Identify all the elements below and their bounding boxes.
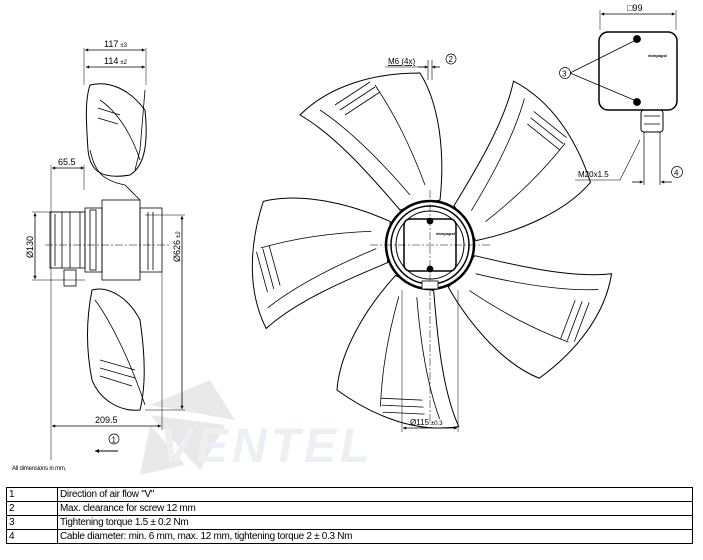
dim-209-5: 209.5 [95,415,118,425]
hub-brand: ebmpapst [436,231,456,236]
dimensions-note: All dimensions in mm. [12,466,67,472]
fan-blade [251,197,391,330]
callout-3: 3 [562,70,567,79]
side-view: 117±3 114±2 65.5 Ø130 Ø626±2 209.5 1 [25,39,185,460]
terminal-box: □99 ebmpapst 3 M20x1.5 4 [559,3,683,185]
callout-1: 1 [112,436,117,445]
dim-626: Ø626±2 [172,231,182,262]
fan-blade [453,80,592,242]
technical-drawing: VENTEL 117±3 114±2 65.5 [25,3,683,475]
screw-callout: M6 (4x) 2 [385,53,457,80]
dim-114: 114±2 [104,56,128,66]
front-view: ebmpapst [251,72,613,429]
dim-99: □99 [627,3,642,13]
dim-115: Ø115±0.3 [401,290,459,432]
fan-blade [336,274,460,429]
screw-label: M6 (4x) [388,57,415,66]
fan-blade [447,255,613,379]
dim-130: Ø130 [25,236,35,258]
ventel-watermark-logo: VENTEL [140,380,373,475]
dim-65-5: 65.5 [58,157,76,167]
svg-text:Ø115±0.3: Ø115±0.3 [410,418,443,427]
gland-label: M20x1.5 [578,170,609,179]
callout-2: 2 [449,55,454,64]
dim-117: 117±3 [104,39,128,49]
fan-blade [299,72,443,211]
svg-text:VENTEL: VENTEL [160,420,373,473]
callout-4: 4 [674,169,679,178]
box-brand: ebmpapst [648,53,668,58]
